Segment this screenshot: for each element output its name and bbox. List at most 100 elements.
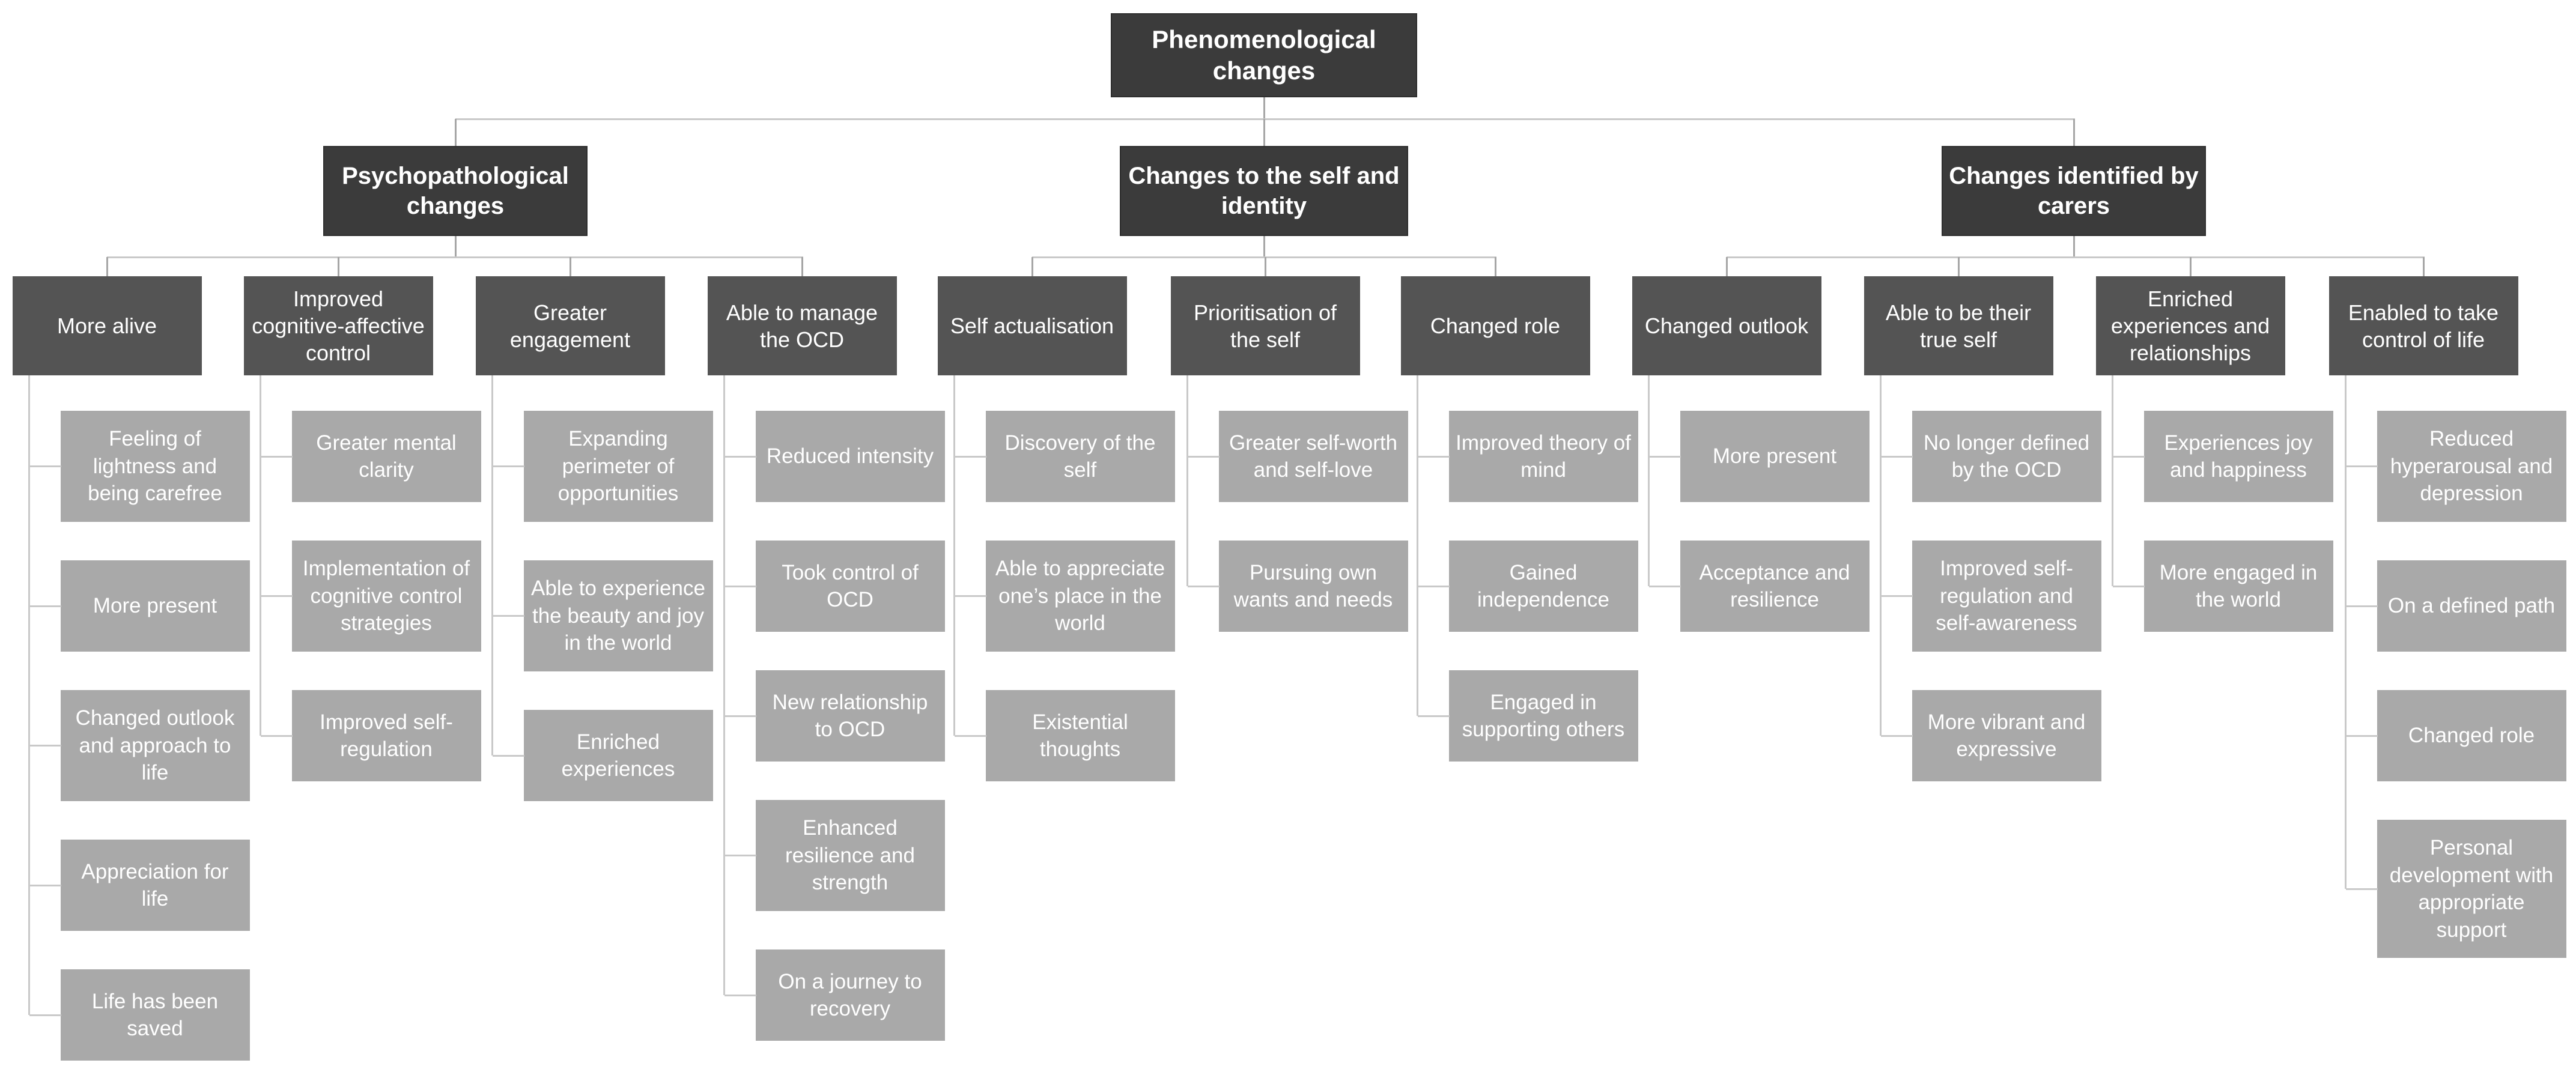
leaf-node-label: Implementation of cognitive control stra… <box>302 557 470 635</box>
leaf-node-label: More present <box>1712 444 1837 468</box>
group-node: More alive <box>12 276 202 375</box>
connector-line <box>1880 595 1913 597</box>
connector-line <box>454 236 457 257</box>
leaf-node-label: Reduced hyperarousal and depression <box>2390 427 2553 505</box>
connector-line <box>1187 455 1220 458</box>
group-node-label: Greater engagement <box>509 300 631 352</box>
leaf-node: More present <box>1680 411 1870 502</box>
leaf-node: Engaged in supporting others <box>1448 670 1638 762</box>
leaf-node: Pursuing own wants and needs <box>1218 541 1408 632</box>
leaf-node-label: New relationship to OCD <box>772 690 928 742</box>
group-node-label: Changed outlook <box>1644 313 1809 338</box>
leaf-node: Able to appreciate one’s place in the wo… <box>985 541 1175 652</box>
connector-line <box>1880 375 1882 736</box>
leaf-node: More present <box>60 560 250 652</box>
leaf-node-label: Able to experience the beauty and joy in… <box>531 577 705 655</box>
leaf-node-label: Changed outlook and approach to life <box>75 706 235 784</box>
connector-line <box>1648 455 1681 458</box>
group-node-label: Able to manage the OCD <box>726 300 878 352</box>
connector-line <box>954 455 986 458</box>
connector-line <box>1727 256 2425 258</box>
connector-line <box>1263 97 1265 119</box>
connector-line <box>2345 605 2378 607</box>
leaf-node: Changed outlook and approach to life <box>60 690 250 801</box>
connector-line <box>724 855 756 856</box>
connector-line <box>954 734 986 737</box>
branch-node: Changes identified by carers <box>1942 146 2206 236</box>
leaf-node-label: More vibrant and expressive <box>1927 710 2086 762</box>
leaf-node: Life has been saved <box>60 969 250 1061</box>
connector-line <box>1957 257 1960 276</box>
group-node-label: Changed role <box>1430 313 1561 338</box>
connector-line <box>492 754 524 757</box>
connector-line <box>454 119 457 146</box>
leaf-node-label: On a defined path <box>2387 594 2556 618</box>
connector-line <box>2345 734 2378 737</box>
connector-line <box>455 118 2075 120</box>
connector-line <box>569 257 571 276</box>
leaf-node-label: Acceptance and resilience <box>1699 560 1850 612</box>
leaf-node-label: Reduced intensity <box>766 444 934 468</box>
connector-line <box>2112 585 2145 587</box>
leaf-node: On a journey to recovery <box>755 949 945 1041</box>
connector-line <box>2073 236 2075 257</box>
connector-line <box>1725 257 1728 276</box>
group-node-label: Able to be their true self <box>1885 300 2032 352</box>
connector-line <box>492 465 524 467</box>
group-node: Able to be their true self <box>1864 276 2053 375</box>
leaf-node: Changed role <box>2377 690 2566 781</box>
leaf-node: Appreciation for life <box>60 840 250 931</box>
leaf-node: Discovery of the self <box>985 411 1175 502</box>
group-node: Improved cognitive-affective control <box>243 276 433 375</box>
connector-line <box>1648 375 1650 586</box>
connector-line <box>106 257 108 276</box>
leaf-node-label: More present <box>93 594 217 618</box>
connector-line <box>260 595 293 597</box>
leaf-node: Greater self-worth and self-love <box>1218 411 1408 502</box>
group-node: Self actualisation <box>937 276 1127 375</box>
leaf-node-label: Discovery of the self <box>1004 431 1156 482</box>
group-node-label: Self actualisation <box>950 313 1114 338</box>
leaf-node-label: Life has been saved <box>91 989 219 1041</box>
leaf-node: Improved theory of mind <box>1448 411 1638 502</box>
connector-line <box>1417 715 1450 717</box>
connector-line <box>260 375 261 736</box>
connector-line <box>260 734 293 737</box>
connector-line <box>2345 888 2378 890</box>
leaf-node: Experiences joy and happiness <box>2143 411 2333 502</box>
connector-line <box>724 455 756 458</box>
leaf-node-label: Pursuing own wants and needs <box>1233 560 1393 612</box>
leaf-node-label: Expanding perimeter of opportunities <box>557 427 679 505</box>
connector-line <box>724 585 756 587</box>
leaf-node-label: Able to appreciate one’s place in the wo… <box>995 557 1165 635</box>
branch-node-label: Changes to the self and identity <box>1128 163 1400 219</box>
root-node: Phenomenological changes <box>1111 13 1417 97</box>
leaf-node: Feeling of lightness and being carefree <box>60 411 250 522</box>
leaf-node: Gained independence <box>1448 541 1638 632</box>
connector-line <box>1263 119 1265 146</box>
connector-line <box>2422 257 2425 276</box>
connector-line <box>2345 465 2378 467</box>
connector-line <box>1417 585 1450 587</box>
connector-line <box>723 375 725 995</box>
branch-node: Changes to the self and identity <box>1120 146 1408 236</box>
connector-line <box>1031 257 1033 276</box>
leaf-node: Enhanced resilience and strength <box>755 800 945 911</box>
connector-line <box>953 375 955 736</box>
connector-line <box>491 375 493 756</box>
leaf-node-label: Appreciation for life <box>81 859 229 911</box>
connector-line <box>29 884 61 886</box>
leaf-node-label: Improved self-regulation and self-awaren… <box>1936 557 2077 635</box>
leaf-node: Personal development with appropriate su… <box>2377 820 2566 958</box>
connector-line <box>2112 455 2145 458</box>
leaf-node-label: Took control of OCD <box>782 560 919 612</box>
leaf-node-label: Improved theory of mind <box>1456 431 1631 482</box>
connector-line <box>1417 455 1450 458</box>
connector-line <box>107 256 803 258</box>
leaf-node: Implementation of cognitive control stra… <box>291 541 481 652</box>
connector-line <box>2345 375 2347 889</box>
leaf-node-label: On a journey to recovery <box>778 969 922 1021</box>
connector-line <box>1880 734 1913 737</box>
connector-line <box>724 994 756 996</box>
connector-line <box>29 605 61 607</box>
